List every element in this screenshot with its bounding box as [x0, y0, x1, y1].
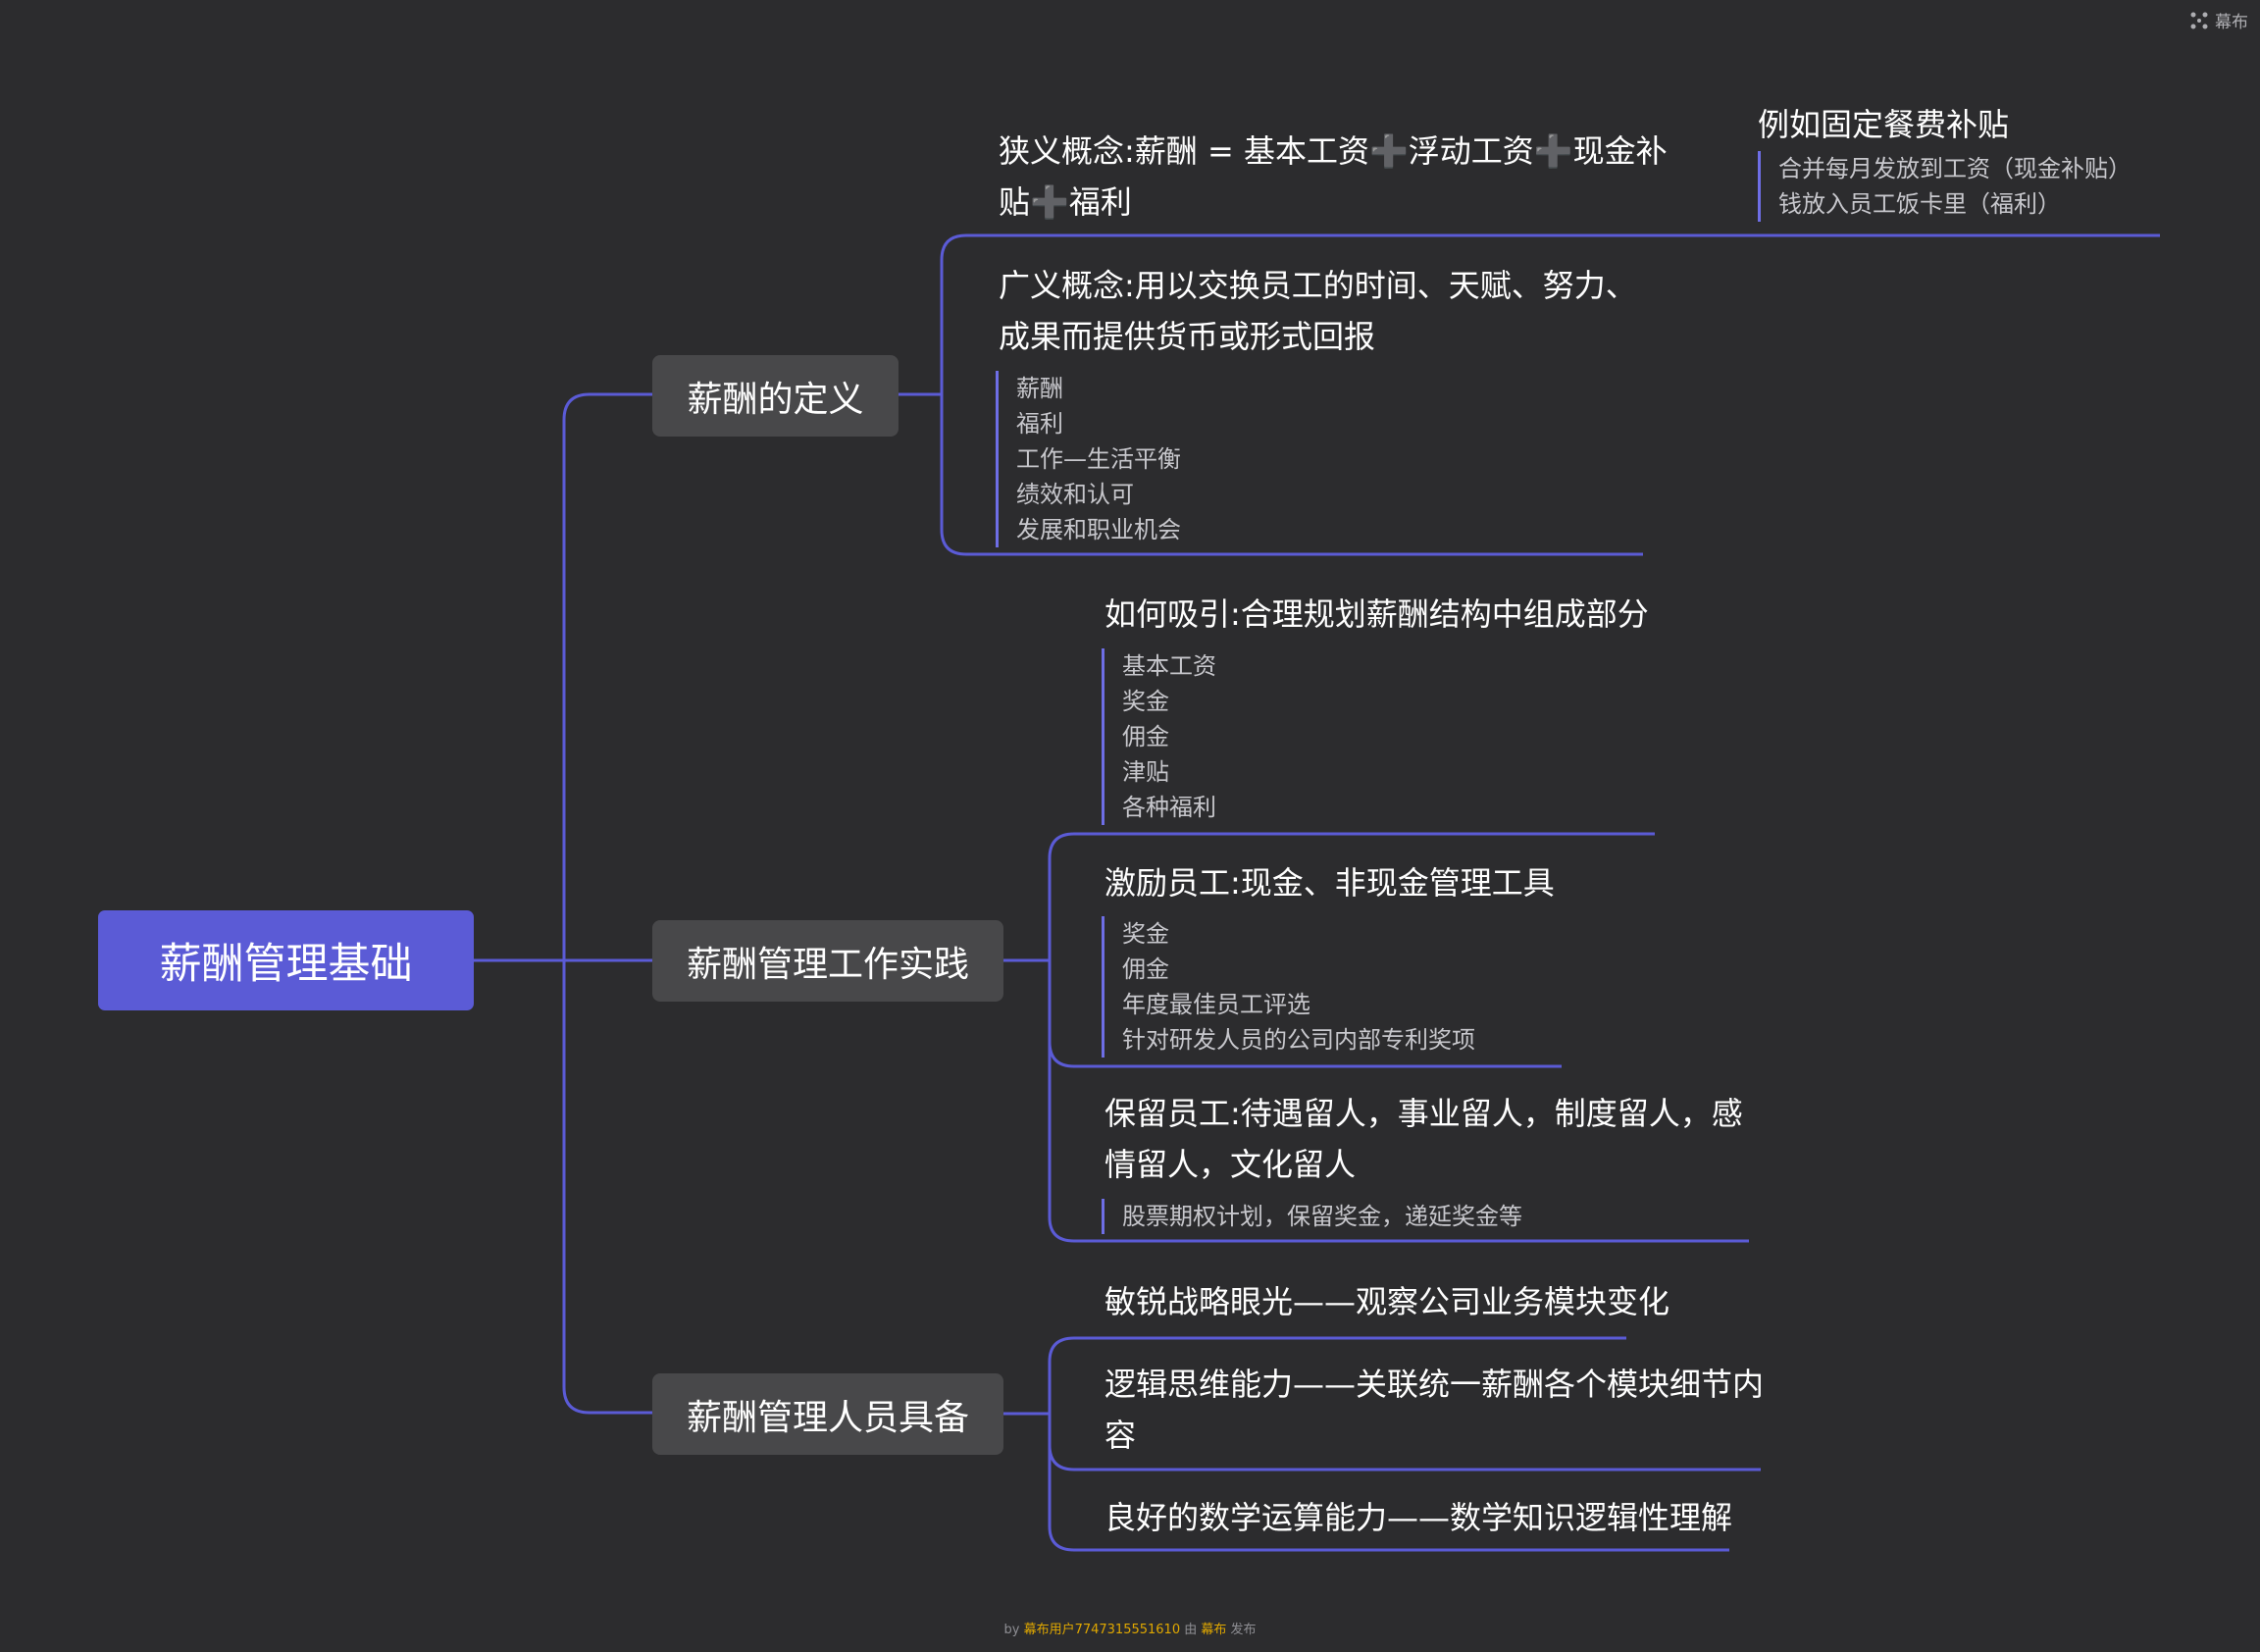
- plus-icon: ➕: [1533, 132, 1573, 170]
- list-item[interactable]: 奖金: [1122, 920, 1169, 948]
- plus-icon: ➕: [1030, 183, 1069, 221]
- branch-node-requirements[interactable]: 薪酬管理人员具备: [652, 1373, 1003, 1455]
- topic-line: 成果而提供货币或形式回报: [999, 318, 1376, 355]
- list-item[interactable]: 薪酬: [1016, 375, 1063, 402]
- mubu-logo-icon: [2190, 12, 2208, 28]
- list-item[interactable]: 津贴: [1122, 758, 1169, 786]
- footer-suffix: 发布: [1226, 1623, 1257, 1637]
- list-item[interactable]: 基本工资: [1122, 652, 1216, 680]
- footer-prefix: by: [1003, 1623, 1024, 1637]
- broad-concept-items: 薪酬 福利 工作—生活平衡 绩效和认可 发展和职业机会: [996, 371, 1181, 547]
- list-item[interactable]: 针对研发人员的公司内部专利奖项: [1122, 1026, 1475, 1054]
- topic-retain[interactable]: 保留员工:待遇留人，事业留人，制度留人，感 情留人，文化留人: [1104, 1088, 1743, 1190]
- topic-broad-concept[interactable]: 广义概念:用以交换员工的时间、天赋、努力、 成果而提供货币或形式回报: [999, 260, 1637, 362]
- topic-math-ability[interactable]: 良好的数学运算能力——数学知识逻辑性理解: [1104, 1492, 1732, 1543]
- list-item[interactable]: 福利: [1016, 410, 1063, 438]
- footer-credit: by 幕布用户7747315551610 由 幕布 发布: [0, 1619, 2260, 1637]
- footer-mid: 由: [1180, 1623, 1202, 1637]
- retain-items: 股票期权计划，保留奖金，递延奖金等: [1102, 1199, 1522, 1234]
- topic-line: 保留员工:待遇留人，事业留人，制度留人，感: [1104, 1095, 1743, 1132]
- brand-name: 幕布: [2215, 13, 2248, 32]
- branch-label: 薪酬管理工作实践: [686, 944, 969, 985]
- topic-motivate[interactable]: 激励员工:现金、非现金管理工具: [1104, 857, 1555, 908]
- root-label: 薪酬管理基础: [159, 940, 413, 989]
- list-item[interactable]: 工作—生活平衡: [1016, 445, 1181, 473]
- list-item[interactable]: 佣金: [1122, 955, 1169, 983]
- list-item[interactable]: 佣金: [1122, 723, 1169, 750]
- plus-icon: ➕: [1368, 132, 1409, 170]
- topic-text: 福利: [1068, 183, 1132, 221]
- topic-logical-thinking[interactable]: 逻辑思维能力——关联统一薪酬各个模块细节内 容: [1104, 1359, 1764, 1461]
- motivate-items: 奖金 佣金 年度最佳员工评选 针对研发人员的公司内部专利奖项: [1102, 916, 1475, 1058]
- topic-line: 广义概念:用以交换员工的时间、天赋、努力、: [999, 267, 1637, 304]
- list-item[interactable]: 各种福利: [1122, 794, 1216, 821]
- topic-strategic-vision[interactable]: 敏锐战略眼光——观察公司业务模块变化: [1104, 1276, 1669, 1327]
- attract-items: 基本工资 奖金 佣金 津贴 各种福利: [1102, 648, 1216, 825]
- branch-label: 薪酬管理人员具备: [686, 1397, 969, 1438]
- footer-app-link[interactable]: 幕布: [1201, 1623, 1227, 1637]
- topic-line: 狭义概念:薪酬 = 基本工资➕浮动工资➕现金补: [999, 126, 1668, 177]
- branch-label: 薪酬的定义: [687, 379, 864, 420]
- note-title: 例如固定餐费补贴: [1758, 106, 2010, 143]
- list-item[interactable]: 奖金: [1122, 688, 1169, 715]
- list-item[interactable]: 股票期权计划，保留奖金，递延奖金等: [1122, 1203, 1522, 1230]
- topic-line: 情留人，文化留人: [1104, 1146, 1357, 1183]
- topic-line: 如何吸引:合理规划薪酬结构中组成部分: [1104, 595, 1649, 633]
- topic-text: 现金补: [1572, 132, 1668, 170]
- topic-text: 贴: [999, 183, 1031, 221]
- connector-branch-2: [1003, 832, 1749, 1243]
- branch-node-definition[interactable]: 薪酬的定义: [652, 355, 899, 437]
- list-item[interactable]: 绩效和认可: [1016, 481, 1134, 508]
- list-item[interactable]: 年度最佳员工评选: [1122, 991, 1310, 1018]
- note-items: 合并每月发放到工资（现金补贴） 钱放入员工饭卡里（福利）: [1758, 151, 2132, 222]
- topic-line: 激励员工:现金、非现金管理工具: [1104, 864, 1555, 902]
- brand-logo[interactable]: 幕布: [2189, 8, 2248, 32]
- topic-text: 狭义概念:薪酬 = 基本工资: [999, 132, 1369, 170]
- note-item: 钱放入员工饭卡里（福利）: [1778, 190, 2061, 218]
- connector-branch-1: [899, 233, 2160, 556]
- topic-text: 浮动工资: [1408, 132, 1534, 170]
- note-item: 合并每月发放到工资（现金补贴）: [1778, 155, 2132, 182]
- branch-node-practice[interactable]: 薪酬管理工作实践: [652, 920, 1003, 1002]
- note-example[interactable]: 例如固定餐费补贴 合并每月发放到工资（现金补贴） 钱放入员工饭卡里（福利）: [1758, 98, 2132, 222]
- topic-narrow-concept[interactable]: 狭义概念:薪酬 = 基本工资➕浮动工资➕现金补 贴➕福利: [999, 126, 1668, 228]
- topic-line: 容: [1104, 1417, 1137, 1454]
- topic-line: 逻辑思维能力——关联统一薪酬各个模块细节内: [1104, 1366, 1765, 1403]
- topic-line: 良好的数学运算能力——数学知识逻辑性理解: [1104, 1499, 1733, 1536]
- list-item[interactable]: 发展和职业机会: [1016, 516, 1181, 543]
- connector-branch-3: [1003, 1336, 1761, 1552]
- root-node[interactable]: 薪酬管理基础: [98, 910, 474, 1010]
- topic-line: 敏锐战略眼光——观察公司业务模块变化: [1104, 1283, 1670, 1320]
- topic-attract[interactable]: 如何吸引:合理规划薪酬结构中组成部分: [1104, 589, 1649, 640]
- footer-user-link[interactable]: 幕布用户7747315551610: [1023, 1623, 1181, 1637]
- topic-line: 贴➕福利: [999, 177, 1668, 228]
- connector-root: [474, 392, 652, 1415]
